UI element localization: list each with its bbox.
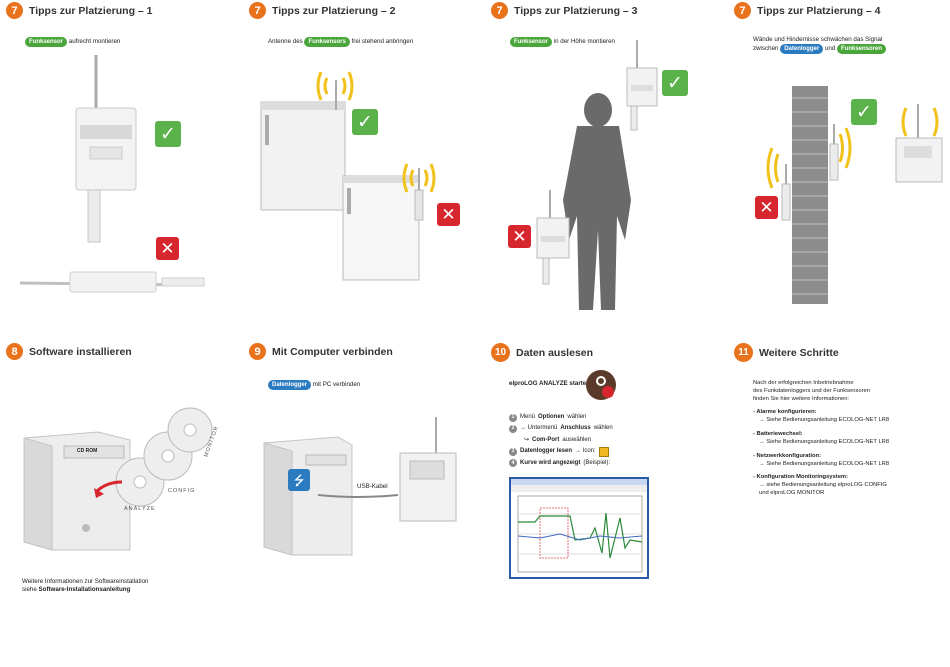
section-title: Mit Computer verbinden <box>272 345 393 358</box>
computer-header: 9 Mit Computer verbinden <box>249 343 393 360</box>
tips1-caption: Funksensor aufrecht montieren <box>25 37 120 48</box>
tips3-caption: Funksensor in der Höhe montieren <box>510 37 615 48</box>
step-number: 7 <box>734 2 751 19</box>
tips1-header: 7 Tipps zur Platzierung – 1 <box>6 2 153 19</box>
cross-icon: ✕ <box>156 237 179 260</box>
funksensoren-badge: Funksensoren <box>837 44 887 55</box>
step-number: 9 <box>249 343 266 360</box>
person-height-illustration <box>536 40 658 310</box>
step-row: 1 Menü Optionen wählen <box>509 412 613 423</box>
section-title: Tipps zur Platzierung – 4 <box>757 4 881 17</box>
disc-label-analyze: ANALYZE <box>124 506 156 512</box>
check-icon: ✓ <box>662 70 688 96</box>
section-title: Daten auslesen <box>516 346 594 359</box>
computer-caption: Datenlogger mit PC verbinden <box>268 380 360 391</box>
next-header: 11 Weitere Schritte <box>734 343 839 362</box>
example-curve-screenshot <box>509 477 649 579</box>
cross-icon: ✕ <box>755 196 778 219</box>
check-icon: ✓ <box>851 99 877 125</box>
usb-connection-illustration: ⭍ <box>263 417 457 556</box>
wall-illustration <box>766 86 943 304</box>
fridge-illustration <box>260 71 436 281</box>
section-title: Weitere Schritte <box>759 346 839 359</box>
upright-sensor-illustration <box>19 55 205 293</box>
section-title: Software installieren <box>29 345 132 358</box>
tips2-header: 7 Tipps zur Platzierung – 2 <box>249 2 396 19</box>
funksensor-badge: Funksensors <box>304 37 350 48</box>
svg-text:⭍: ⭍ <box>294 473 305 488</box>
read-logger-icon <box>598 446 609 457</box>
usb-cable-label: USB-Kabel <box>357 483 388 490</box>
list-item: - Netzwerkkonfiguration: → Siehe Bedienu… <box>753 452 890 467</box>
tips3-header: 7 Tipps zur Platzierung – 3 <box>491 2 638 19</box>
disc-label-config: CONFIG <box>168 488 196 494</box>
section-title: Tipps zur Platzierung – 1 <box>29 4 153 17</box>
datenlogger-badge: Datenlogger <box>268 380 312 391</box>
cd-rom-label: CD ROM <box>77 448 98 454</box>
cross-icon: ✕ <box>508 225 531 248</box>
step-number: 8 <box>6 343 23 360</box>
list-item: - Konfiguration Monitoringsystem: → sieh… <box>753 474 887 496</box>
software-footer: Weitere Informationen zur Softwareinstal… <box>22 578 149 594</box>
tips4-header: 7 Tipps zur Platzierung – 4 <box>734 2 881 19</box>
step-number: 7 <box>6 2 23 19</box>
funksensor-badge: Funksensor <box>510 37 553 48</box>
check-icon: ✓ <box>155 121 181 147</box>
list-item: - Batteriewechsel: → Siehe Bedienungsanl… <box>753 431 890 445</box>
section-title: Tipps zur Platzierung – 3 <box>514 4 638 17</box>
check-icon: ✓ <box>352 109 378 135</box>
tips4-caption: Wände und Hindernisse schwächen das Sign… <box>753 36 887 55</box>
datenlogger-badge: Datenlogger <box>780 44 824 55</box>
next-steps-list: Nach der erfolgreichen Inbetriebnahme de… <box>753 380 890 496</box>
cd-install-illustration <box>23 407 213 551</box>
software-header: 8 Software installieren <box>6 343 132 360</box>
analyze-app-icon <box>586 370 616 400</box>
step-number: 7 <box>249 2 266 19</box>
cross-icon: ✕ <box>437 203 460 226</box>
step-number: 7 <box>491 2 508 19</box>
readout-steps: 1 Menü Optionen wählen 2 → Untermenü Ans… <box>509 412 613 469</box>
section-title: Tipps zur Platzierung – 2 <box>272 4 396 17</box>
step-row: 3 Datenlogger lesen → Icon: <box>509 446 613 457</box>
step-row: 2 → Untermenü Anschluss wählen <box>509 423 613 434</box>
step-row: ↪ Com-Port auswählen <box>524 436 592 443</box>
step-number: 10 <box>491 343 510 362</box>
tips2-caption: Antenne des Funksensors frei stehend anb… <box>268 37 413 48</box>
data-header: 10 Daten auslesen <box>491 343 593 362</box>
funksensor-badge: Funksensor <box>25 37 68 48</box>
list-item: - Alarme konfigurieren: → Siehe Bedienun… <box>753 409 890 424</box>
step-number: 11 <box>734 343 753 362</box>
step-row: 4 Kurve wird angezeigt (Beispiel): <box>509 458 613 469</box>
analyze-intro: elproLOG ANALYZE starten <box>509 380 591 387</box>
